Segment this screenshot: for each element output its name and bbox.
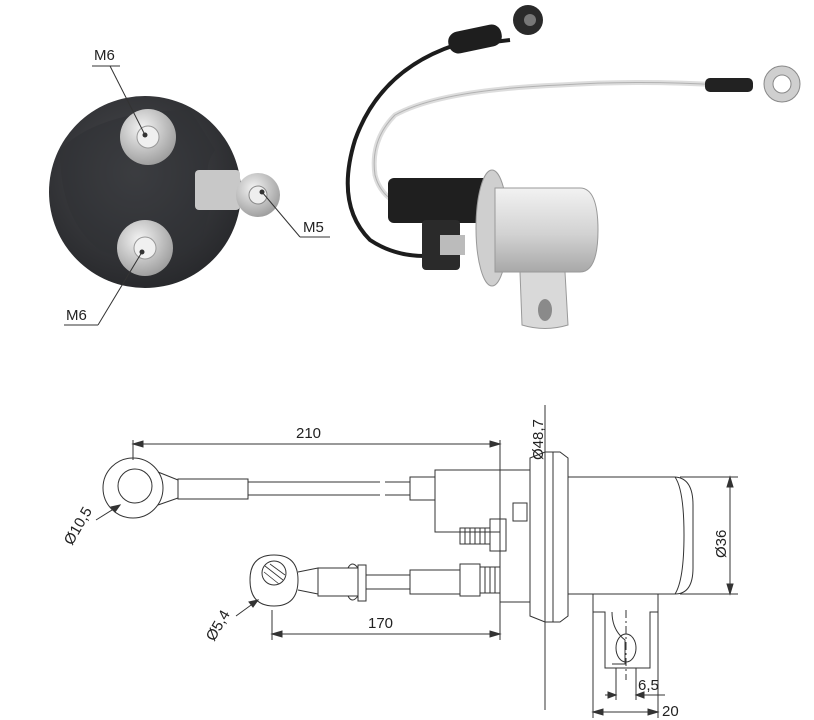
- body-outline: [568, 476, 694, 595]
- dim-small-eye: Ø5,4: [203, 607, 234, 644]
- dim-ring-eye: Ø10,5: [61, 504, 96, 548]
- dim-170: 170: [368, 615, 393, 632]
- solenoid-body: [494, 187, 599, 273]
- bracket-outline: [592, 593, 659, 669]
- dim-bracket-hole: 6,5: [638, 677, 659, 694]
- label-m6-bottom: M6: [66, 307, 87, 324]
- cap-ridge: [60, 110, 215, 259]
- side-bracket: [195, 170, 240, 210]
- side-view-photo: [345, 5, 801, 329]
- leader-m5: [261, 191, 301, 238]
- dim-body-diameter: Ø36: [713, 530, 730, 558]
- flange-outline: [529, 451, 569, 623]
- dim-bracket-width: 20: [662, 703, 679, 720]
- technical-drawing: [95, 405, 738, 718]
- top-terminal-stud: [136, 125, 160, 149]
- terminal-housing: [388, 178, 493, 223]
- small-eye-terminal: [249, 554, 299, 607]
- end-view-photo: M6 M5 M6: [49, 47, 330, 326]
- label-m5: M5: [303, 219, 324, 236]
- bottom-terminal-stud: [133, 236, 157, 260]
- leader-m6-bottom: [97, 251, 143, 326]
- dim-210: 210: [296, 425, 321, 442]
- label-m6-top: M6: [94, 47, 115, 64]
- leader-m6-top: [109, 65, 146, 136]
- long-cable-sleeve: [177, 478, 249, 500]
- dim-flange-diameter: Ø48,7: [530, 419, 547, 460]
